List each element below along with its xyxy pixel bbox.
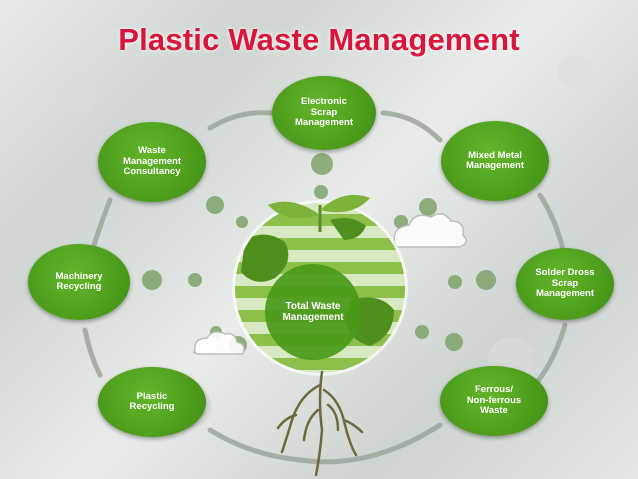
node-label: Electronic Scrap Management: [294, 96, 354, 129]
node-label: Solder Dross Scrap Management: [535, 267, 595, 300]
spoke-dot: [445, 333, 463, 351]
node-label: Waste Management Consultancy: [122, 145, 182, 178]
node-mixed-metal: Mixed Metal Management: [441, 121, 549, 201]
sprout-icon: [268, 194, 370, 232]
node-machinery-recycling: Machinery Recycling: [28, 244, 130, 320]
roots-icon: [276, 370, 364, 477]
spoke-dot: [236, 216, 248, 228]
node-solder-dross: Solder Dross Scrap Management: [516, 248, 614, 320]
ring-connector: [82, 110, 568, 465]
spoke-dot: [415, 325, 429, 339]
page-title: Plastic Waste Management: [118, 22, 520, 57]
node-waste-consultancy: Waste Management Consultancy: [98, 122, 206, 202]
center-node-total-waste: Total Waste Management: [265, 264, 361, 360]
node-electronic-scrap: Electronic Scrap Management: [272, 76, 376, 150]
spoke-dot: [311, 153, 333, 175]
spoke-dot: [314, 185, 328, 199]
spoke-dot: [142, 270, 162, 290]
spoke-dot: [206, 196, 224, 214]
node-label: Ferrous/ Non-ferrous Waste: [466, 384, 522, 417]
center-node-label: Total Waste Management: [282, 301, 344, 323]
spoke-dot: [448, 275, 462, 289]
node-plastic-recycling: Plastic Recycling: [98, 367, 206, 437]
spoke-dot: [476, 270, 496, 290]
node-label: Machinery Recycling: [55, 270, 103, 292]
spoke-dot: [419, 198, 437, 216]
node-label: Mixed Metal Management: [465, 149, 525, 171]
node-label: Plastic Recycling: [129, 390, 175, 412]
spoke-dot: [188, 273, 202, 287]
cloud-decoration: [192, 213, 467, 355]
node-ferrous-waste: Ferrous/ Non-ferrous Waste: [440, 366, 548, 436]
